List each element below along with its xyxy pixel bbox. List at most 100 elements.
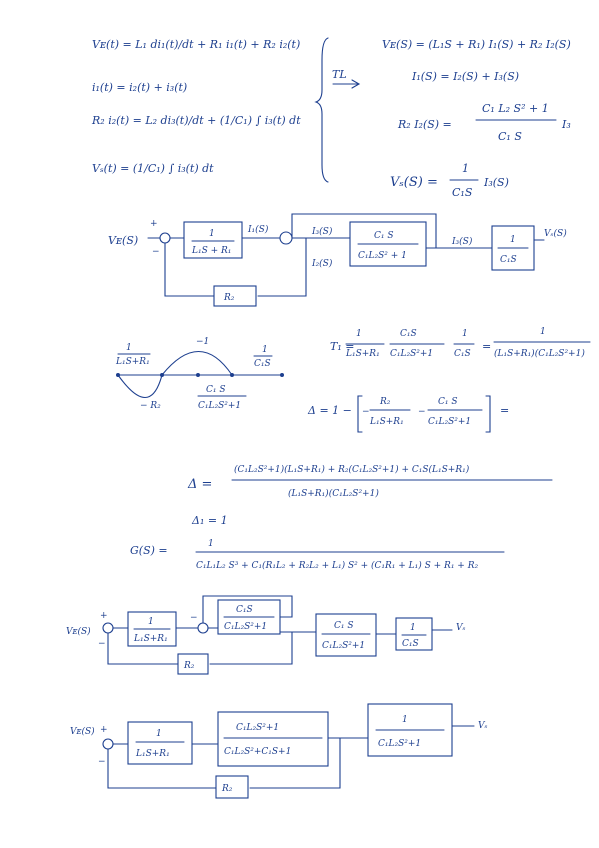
path-gain-f3-denominator: C₁S [454,349,471,359]
sfg-branch2-numerator: C₁ S [206,385,226,395]
block3-g2-numerator: C₁L₂S²+1 [236,723,279,733]
delta-t1-numerator: R₂ [379,397,391,407]
block3-feedback-wire-a [249,737,341,789]
block1-gain-box-2 [349,221,427,267]
delta-expression: Δ = 1 − − R₂ L₁S+R₁ − C₁ S C₁L₂S²+1 = [307,395,509,433]
block1-gain-box-1 [183,221,243,259]
block2-plus-sign: + [100,611,108,621]
delta-full-expression: Δ = (C₁L₂S²+1)(L₁S+R₁) + R₂(C₁L₂S²+1) + … [187,464,553,499]
transfer-denominator: C₁L₁L₂ S³ + C₁(R₁L₂ + R₂L₂ + L₁) S² + (C… [196,560,478,571]
block2-inner-feedback-path [202,595,293,624]
delta-t1-denominator: L₁S+R₁ [369,417,404,427]
block2-summing-junction-2 [197,622,209,634]
sfg-bottom-loop [117,374,163,399]
path-gain-equals: = [482,340,491,353]
sfg-top-loop-label: −1 [196,337,209,347]
laplace-transform-brace: TL [314,37,361,183]
block1-g2-numerator: C₁ S [374,231,394,241]
path-gain-f1-denominator: L₁S+R₁ [345,349,380,359]
block2-g3-denominator: C₁S [402,639,419,649]
delta-minus: − [418,407,426,417]
block1-feedback-box [213,285,257,307]
block3-feedback-box [215,775,249,799]
block3-gain-box-2 [217,711,329,767]
s-eq-3-numerator: C₁ L₂ S² + 1 [482,102,549,115]
block1-g2-denominator: C₁L₂S² + 1 [358,251,407,261]
time-eq-3: R₂ i₂(t) = L₂ di₃(t)/dt + (1/C₁) ∫ i₃(t)… [91,114,301,127]
block1-input-label: Vᴇ(S) [108,234,138,247]
block2-minus-sign: − [98,639,106,649]
delta-equals: = [500,404,509,417]
time-domain-equations: Vᴇ(t) = L₁ di₁(t)/dt + R₁ i₁(t) + R₂ i₂(… [91,38,301,175]
block2-output-label: Vₛ [456,623,466,633]
block2-g2-numerator: C₁ S [334,621,354,631]
block3-output-label: Vₛ [478,721,488,731]
block3-plus-sign: + [100,725,108,735]
block1-output-label: Vₛ(S) [544,228,567,239]
block1-summing-junction-2 [279,231,293,245]
block2-gain-box-1 [127,611,177,647]
block3-minus-sign: − [98,757,106,767]
path-gain-f2-denominator: C₁L₂S²+1 [390,349,433,359]
block2-summing-junction-1 [102,622,114,634]
path-gain-f3-numerator: 1 [462,329,468,339]
block3-feedback-label: R₂ [221,784,233,794]
block3-input-label: Vᴇ(S) [70,726,95,737]
delta-lead-minus: − [362,407,370,417]
time-eq-2: i₁(t) = i₂(t) + i₃(t) [92,81,187,94]
delta-left-bracket [357,395,363,433]
sfg-bottom-loop-label: − R₂ [140,401,161,411]
s-eq-3-denominator: C₁ S [498,130,522,143]
block2-inner-numerator: C₁S [236,605,253,615]
time-eq-4: Vₛ(t) = (1/C₁) ∫ i₃(t) dt [92,162,214,175]
brace-icon [314,37,329,183]
s-eq-3-lhs: R₂ I₂(S) = [397,118,452,131]
delta-full-lhs: Δ = [187,477,212,492]
block3-g1-denominator: L₁S+R₁ [135,749,170,759]
block2-feedback-wire-a [209,631,293,665]
block1-g3-numerator: 1 [510,235,516,245]
path-gain-expression: T₁ = 1 L₁S+R₁ C₁S C₁L₂S²+1 1 C₁S = 1 (L₁… [330,327,591,359]
s-eq-4-lhs: Vₛ(S) = [390,175,438,190]
signal-flow-graph: 1 L₁S+R₁ −1 1 C₁S C₁ S C₁L₂S²+1 − R₂ [115,337,284,411]
block2-gain-box-3 [395,617,433,651]
block1-g1-numerator: 1 [209,229,215,239]
s-eq-4-rhs: I₃(S) [483,176,509,189]
delta1-expression: Δ₁ = 1 [191,514,228,527]
path-gain-result-numerator: 1 [540,327,546,337]
block-diagram-2: Vᴇ(S) + − 1 L₁S+R₁ − C₁S C₁L₂S²+1 C₁ S C… [66,595,466,675]
block2-gain-box-2 [315,613,377,657]
s-eq-3-rhs: I₃ [561,118,571,131]
block3-g3-denominator: C₁L₂S²+1 [378,739,421,749]
s-domain-equations: Vᴇ(S) = (L₁S + R₁) I₁(S) + R₂ I₂(S) I₁(S… [382,38,571,199]
sfg-branch2-denominator: C₁L₂S²+1 [198,401,241,411]
transform-label: TL [332,68,347,81]
block3-g3-numerator: 1 [402,715,408,725]
block2-feedback-wire-b [107,632,179,665]
sfg-branch3-numerator: 1 [262,345,268,355]
block1-g3-denominator: C₁S [500,255,517,265]
s-eq-1: Vᴇ(S) = (L₁S + R₁) I₁(S) + R₂ I₂(S) [382,38,571,51]
block3-g2-denominator: C₁L₂S²+C₁S+1 [224,747,291,757]
block1-feedback-label: R₂ [223,293,235,303]
path-gain-f2-numerator: C₁S [400,329,417,339]
block1-feedback-wire-a [257,237,307,297]
s-eq-4-numerator: 1 [462,162,469,175]
path-gain-lhs: T₁ = [330,340,354,353]
block3-feedback-wire-b [107,748,217,789]
block3-g1-numerator: 1 [156,729,162,739]
block1-signal-i3: I₃(S) [311,226,333,237]
block1-signal-i2: I₂(S) [311,258,333,269]
sfg-branch3-denominator: C₁S [254,359,271,369]
block1-signal-i3-out: I₃(S) [451,236,473,247]
block3-gain-box-3 [367,703,453,757]
block1-minus-sign: − [152,247,160,257]
block1-g1-denominator: L₁S + R₁ [191,246,231,256]
transfer-function: G(S) = 1 C₁L₁L₂ S³ + C₁(R₁L₂ + R₂L₂ + L₁… [130,539,505,571]
s-eq-2: I₁(S) = I₂(S) + I₃(S) [411,70,519,83]
delta-t2-numerator: C₁ S [438,397,458,407]
block1-feedback-wire-b [164,242,215,297]
block3-gain-box-1 [127,721,193,765]
sfg-branch1-numerator: 1 [126,343,132,353]
